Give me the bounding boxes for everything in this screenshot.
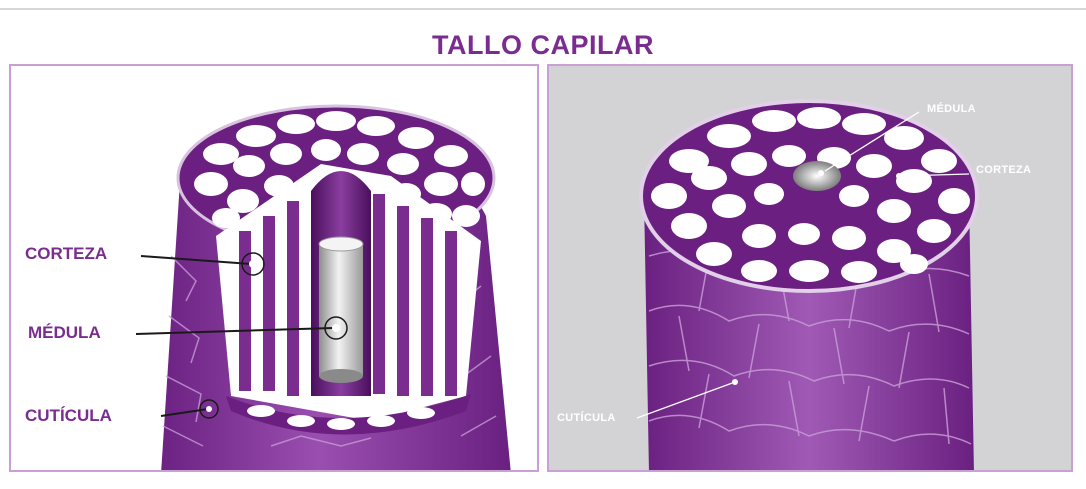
top-divider	[0, 8, 1086, 10]
label-cuticula: CUTÍCULA	[25, 406, 112, 426]
cutaway-panel: CORTEZA MÉDULA CUTÍCULA	[9, 64, 539, 472]
label-medula: MÉDULA	[28, 323, 101, 343]
intact-illustration	[549, 66, 1073, 472]
label-corteza: CORTEZA	[976, 164, 1031, 176]
label-corteza: CORTEZA	[25, 244, 107, 264]
label-cuticula: CUTÍCULA	[557, 412, 616, 424]
medulla-cylinder	[319, 244, 363, 376]
label-medula: MÉDULA	[927, 103, 976, 115]
diagram-title: TALLO CAPILAR	[0, 30, 1086, 61]
intact-panel: MÉDULA CORTEZA CUTÍCULA	[547, 64, 1073, 472]
